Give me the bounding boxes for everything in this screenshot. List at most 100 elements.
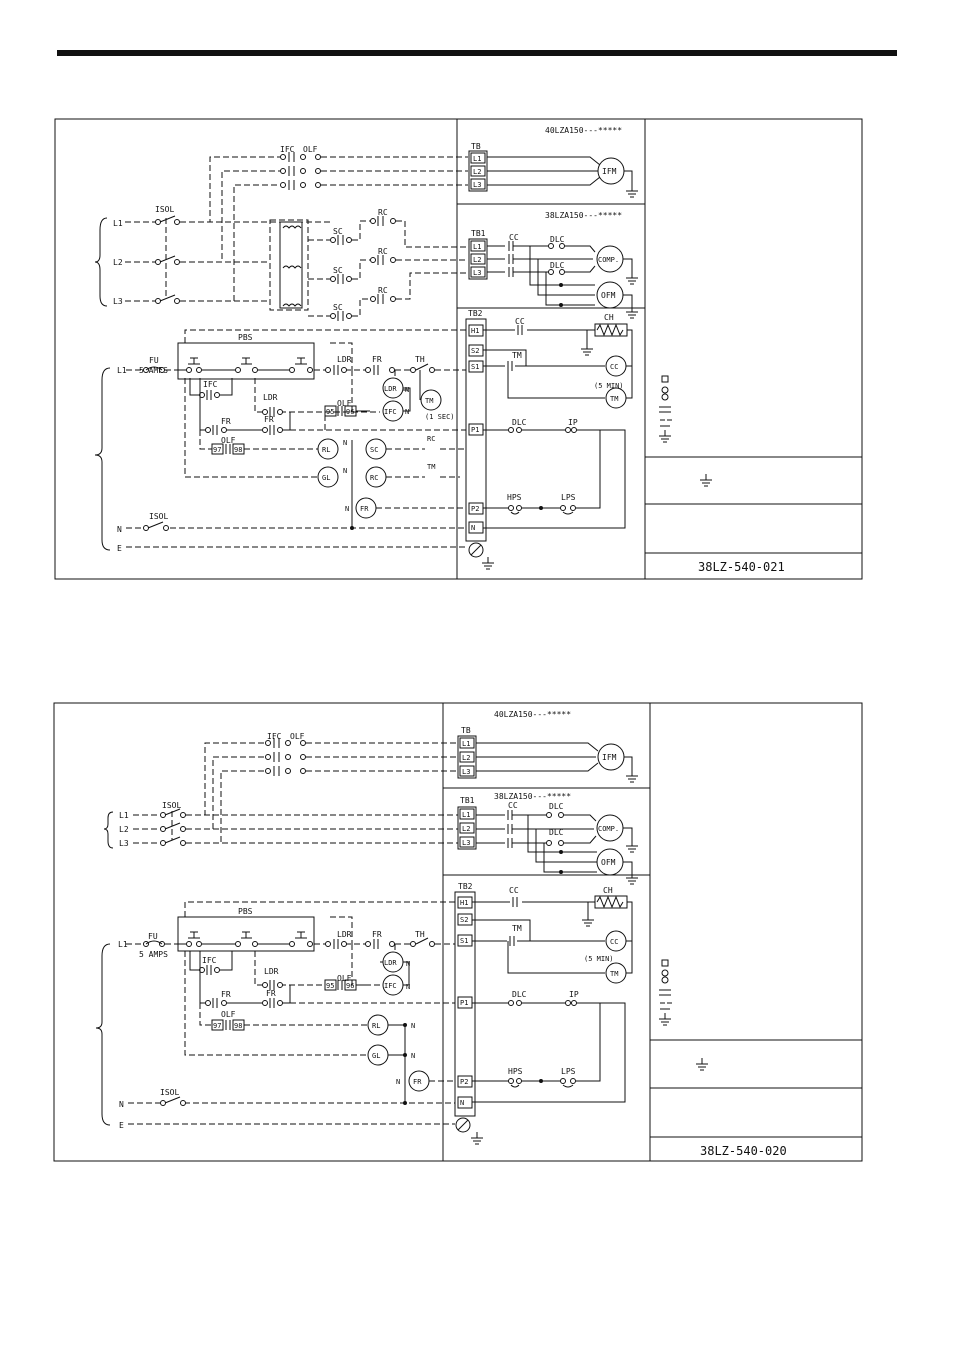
d2-legend-symbols	[658, 959, 709, 1071]
d2-tb1-l3: L3	[462, 839, 470, 847]
d2-n-3: N	[411, 1022, 415, 1030]
d2-tb2-s2: S2	[460, 916, 468, 924]
d2-ctrl-n: N	[119, 1100, 124, 1109]
d1-seal-contacts: 95 96 97 98	[184, 378, 466, 478]
d1-tm-label: TM	[512, 351, 522, 360]
d1-olf-ctl-label: OLF	[337, 399, 352, 408]
d2-olf-ctl-label: OLF	[337, 974, 352, 983]
diagram-2-frame	[53, 702, 863, 1162]
d2-tb1-label: TB1	[460, 796, 475, 805]
top-rule	[57, 50, 897, 56]
d2-tm-coil-label: TM	[610, 970, 618, 978]
d1-olf-ctl-label-2: OLF	[221, 436, 236, 445]
d1-sc-label-1: SC	[333, 227, 343, 236]
d1-tm-coil-label: TM	[610, 395, 618, 403]
d1-term-95: 95	[326, 408, 334, 416]
d2-th-label: TH	[415, 930, 425, 939]
d2-n-1: N	[406, 960, 410, 968]
d2-cc-coil-label: CC	[610, 938, 618, 946]
d2-dlc-label-1: DLC	[549, 802, 564, 811]
d1-term-97: 97	[213, 446, 221, 454]
d2-lps-label: LPS	[561, 1067, 576, 1076]
d1-legend-symbols	[658, 375, 713, 487]
d2-section-title: 38LZA150---*****	[494, 792, 571, 801]
d2-term-95: 95	[326, 982, 334, 990]
d1-line-l1: L1	[113, 219, 123, 228]
d1-pbs-buttons	[180, 357, 313, 373]
d1-rc-label-2: RC	[378, 247, 388, 256]
d2-line-l2: L2	[119, 825, 129, 834]
d2-tb2-s1: S1	[460, 937, 468, 945]
d1-compressor-circuit	[487, 241, 596, 307]
d2-n-5: N	[396, 1078, 400, 1086]
d1-ofm-label: OFM	[601, 291, 616, 300]
d2-term-96: 96	[346, 982, 354, 990]
d1-cc-ch-label: CC	[515, 317, 525, 326]
d1-ctrl-isol: ISOL	[149, 512, 168, 521]
d2-ifc-olf-contacts	[265, 738, 306, 776]
d2-fr-label: FR	[372, 930, 382, 939]
d1-ctrl-n: N	[117, 525, 122, 534]
d1-dlc-label-1: DLC	[550, 235, 565, 244]
d2-line-l1: L1	[119, 811, 129, 820]
d2-pbs-buttons	[180, 931, 313, 947]
d1-line-l3: L3	[113, 297, 123, 306]
d2-n-4: N	[411, 1052, 415, 1060]
d1-hps-label: HPS	[507, 493, 522, 502]
d1-tm-ctl: TM	[427, 463, 435, 471]
d1-ldr-seal-label: LDR	[263, 393, 278, 402]
d1-tb2-h1: H1	[471, 327, 479, 335]
d2-ch-label: CH	[603, 886, 613, 895]
d2-tb2-p2: P2	[460, 1078, 468, 1086]
d1-line-l2: L2	[113, 258, 123, 267]
d1-coil-rc: RC	[370, 474, 378, 482]
d2-isol-switch	[133, 808, 186, 846]
d2-compressor-circuit	[476, 810, 597, 874]
d1-th-label: TH	[415, 355, 425, 364]
d2-fr-ctl-label-2: FR	[266, 989, 276, 998]
d1-n-2: N	[343, 467, 347, 475]
d2-coil-fr: FR	[413, 1078, 422, 1086]
d1-fu-label: FU	[149, 356, 159, 365]
d1-fr-ctl-label-1: FR	[221, 417, 231, 426]
d1-pbs-box	[177, 342, 315, 380]
d1-coil-tm: TM	[425, 397, 433, 405]
d1-ip-label: IP	[568, 418, 578, 427]
d2-line-l3: L3	[119, 839, 129, 848]
d1-ctrl-contacts	[324, 342, 435, 430]
d1-fu-amps: 5 AMPS	[139, 366, 168, 375]
d2-ctrl-contacts	[325, 916, 435, 986]
d1-olf-label: OLF	[303, 145, 318, 154]
d1-n-1: N	[343, 439, 347, 447]
d1-ifm-label: IFM	[602, 167, 617, 176]
d1-isol-switch	[155, 215, 180, 304]
d2-hps-label: HPS	[508, 1067, 523, 1076]
d1-tb-label: TB	[471, 142, 481, 151]
d1-ifc-olf-contacts	[280, 152, 321, 190]
d1-coil-ifc: IFC	[384, 408, 397, 416]
d1-ldr-label: LDR	[337, 355, 352, 364]
d1-rc-label-3: RC	[378, 286, 388, 295]
d2-olf-ctl-label-2: OLF	[221, 1010, 236, 1019]
d2-coil-ldr: LDR	[384, 959, 397, 967]
d2-control-coils: LDR IFC RL GL FR N N N N N	[367, 951, 455, 1105]
d1-fr-label: FR	[372, 355, 382, 364]
d2-drawing-number: 38LZ-540-020	[700, 1144, 787, 1158]
d1-ifc-label: IFC	[280, 145, 295, 154]
d2-ifc-seal-label: IFC	[202, 956, 217, 965]
d2-ldr-seal-label: LDR	[264, 967, 279, 976]
d1-time-note: (5 MIN)	[594, 382, 624, 390]
d1-isol-label: ISOL	[155, 205, 174, 214]
d1-cc-coil-label: CC	[610, 363, 618, 371]
d2-ofm-label: OFM	[601, 858, 616, 867]
d1-sc-label-2: SC	[333, 266, 343, 275]
d1-lps-label: LPS	[561, 493, 576, 502]
d1-rc-ctl: RC	[427, 435, 435, 443]
d1-term-96: 96	[346, 408, 354, 416]
d2-tb2-label: TB2	[458, 882, 473, 891]
d1-ctrl-e: E	[117, 544, 122, 553]
d1-tb1-label: TB1	[471, 229, 486, 238]
d1-term-98: 98	[234, 446, 242, 454]
d2-fu-amps: 5 AMPS	[139, 950, 168, 959]
